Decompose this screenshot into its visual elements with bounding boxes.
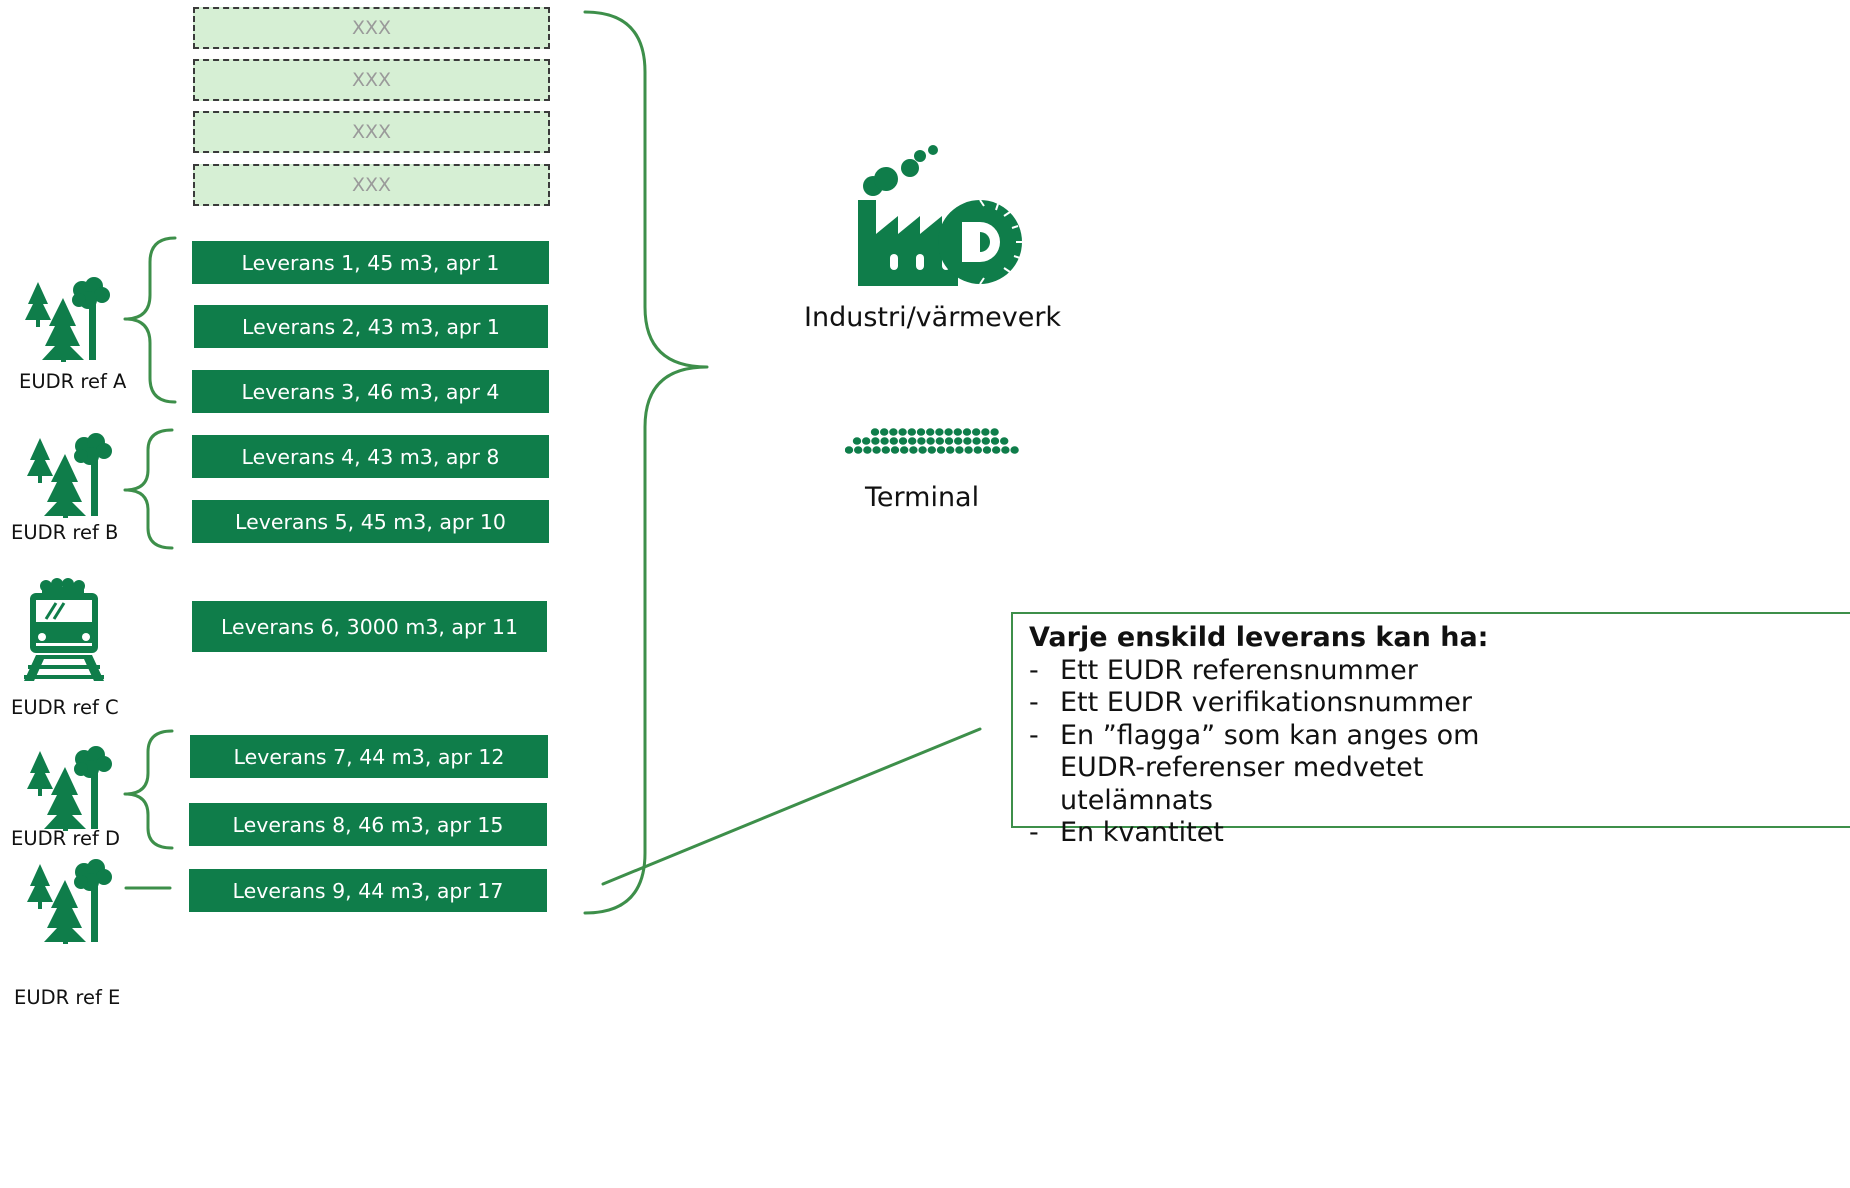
log-end bbox=[990, 437, 1000, 445]
bullet-dash: - bbox=[1029, 654, 1039, 686]
log-end bbox=[972, 428, 981, 436]
placeholder-box: XXX bbox=[193, 59, 550, 101]
log-end bbox=[936, 446, 946, 454]
log-end bbox=[981, 437, 990, 445]
log-end bbox=[1000, 437, 1009, 445]
terminal-label: Terminal bbox=[865, 482, 980, 513]
placeholder-box: XXX bbox=[193, 7, 550, 49]
info-title: Varje enskild leverans kan ha: bbox=[1029, 622, 1489, 653]
log-end bbox=[981, 428, 990, 436]
log-end bbox=[992, 446, 1001, 454]
log-end bbox=[917, 437, 926, 445]
log-end bbox=[935, 437, 944, 445]
log-end bbox=[889, 428, 898, 436]
info-item-text: En ”flagga” som kan anges om EUDR-refere… bbox=[1060, 719, 1480, 816]
ref-label-a: EUDR ref A bbox=[19, 370, 127, 393]
log-end bbox=[964, 446, 973, 454]
brace-ref-d bbox=[123, 729, 174, 850]
log-end bbox=[935, 428, 944, 436]
delivery-box-8: Leverans 8, 46 m3, apr 15 bbox=[189, 803, 547, 846]
delivery-box-5: Leverans 5, 45 m3, apr 10 bbox=[192, 500, 549, 543]
log-end bbox=[963, 437, 972, 445]
log-end bbox=[918, 446, 927, 454]
delivery-box-2: Leverans 2, 43 m3, apr 1 bbox=[194, 305, 548, 348]
big-brace bbox=[583, 10, 709, 915]
info-pointer-line bbox=[601, 727, 982, 886]
log-end bbox=[871, 437, 880, 445]
log-pile-icon bbox=[844, 426, 1025, 460]
delivery-box-9: Leverans 9, 44 m3, apr 17 bbox=[189, 869, 547, 912]
log-end bbox=[972, 437, 981, 445]
log-end bbox=[870, 428, 880, 436]
log-end bbox=[926, 428, 935, 436]
delivery-box-6: Leverans 6, 3000 m3, apr 11 bbox=[192, 601, 547, 652]
ref-label-b: EUDR ref B bbox=[11, 521, 119, 544]
log-end bbox=[990, 428, 999, 436]
forest-icon bbox=[24, 858, 114, 948]
factory-sawmill-icon bbox=[858, 144, 1028, 290]
ref-label-d: EUDR ref D bbox=[11, 827, 121, 850]
log-end bbox=[973, 446, 982, 454]
log-end bbox=[907, 428, 916, 436]
ref-label-e: EUDR ref E bbox=[14, 986, 121, 1009]
log-end bbox=[880, 437, 889, 445]
ref-label-c: EUDR ref C bbox=[11, 696, 119, 719]
info-item: - Ett EUDR referensnummer bbox=[1029, 655, 1850, 688]
log-end bbox=[953, 428, 962, 436]
forest-icon bbox=[22, 276, 112, 366]
log-end bbox=[909, 446, 918, 454]
log-end bbox=[944, 437, 954, 445]
delivery-box-4: Leverans 4, 43 m3, apr 8 bbox=[192, 435, 549, 478]
log-end bbox=[982, 446, 992, 454]
bullet-dash: - bbox=[1029, 719, 1039, 751]
forest-icon bbox=[24, 745, 114, 835]
log-end bbox=[889, 437, 898, 445]
log-end bbox=[898, 428, 907, 436]
info-item: - En kvantitet bbox=[1029, 817, 1850, 850]
industry-label: Industri/värmeverk bbox=[804, 302, 1062, 333]
log-end bbox=[946, 446, 955, 454]
log-end bbox=[863, 446, 872, 454]
log-end bbox=[962, 428, 972, 436]
log-end bbox=[844, 446, 854, 454]
bullet-dash: - bbox=[1029, 817, 1039, 848]
log-end bbox=[927, 446, 936, 454]
placeholder-box: XXX bbox=[193, 111, 550, 153]
bullet-dash: - bbox=[1029, 687, 1039, 718]
delivery-box-7: Leverans 7, 44 m3, apr 12 bbox=[190, 735, 548, 778]
info-item: - Ett EUDR verifikationsnummer bbox=[1029, 687, 1850, 720]
log-end bbox=[890, 446, 900, 454]
info-box: Varje enskild leverans kan ha: - Ett EUD… bbox=[1011, 612, 1850, 848]
forest-icon bbox=[24, 432, 114, 522]
train-icon bbox=[24, 577, 104, 687]
log-end bbox=[944, 428, 953, 436]
delivery-box-1: Leverans 1, 45 m3, apr 1 bbox=[192, 241, 549, 284]
log-end bbox=[881, 446, 890, 454]
info-item-text: Ett EUDR verifikationsnummer bbox=[1060, 687, 1473, 718]
brace-ref-a bbox=[123, 236, 177, 404]
log-end bbox=[852, 437, 862, 445]
log-end bbox=[880, 428, 889, 436]
brace-ref-b bbox=[123, 428, 174, 550]
log-end bbox=[872, 446, 881, 454]
log-end bbox=[900, 446, 909, 454]
placeholder-box: XXX bbox=[193, 164, 550, 206]
info-item: - En ”flagga” som kan anges om EUDR-refe… bbox=[1029, 720, 1560, 818]
log-end bbox=[908, 437, 917, 445]
log-end bbox=[862, 437, 871, 445]
log-end bbox=[926, 437, 935, 445]
log-end bbox=[898, 437, 908, 445]
log-end bbox=[955, 446, 964, 454]
info-item-text: Ett EUDR referensnummer bbox=[1060, 654, 1418, 686]
log-end bbox=[916, 428, 926, 436]
log-end bbox=[1001, 446, 1010, 454]
log-end bbox=[1010, 446, 1019, 454]
info-item-text: En kvantitet bbox=[1060, 817, 1224, 848]
delivery-box-3: Leverans 3, 46 m3, apr 4 bbox=[192, 370, 549, 413]
log-end bbox=[854, 446, 863, 454]
log-end bbox=[954, 437, 963, 445]
